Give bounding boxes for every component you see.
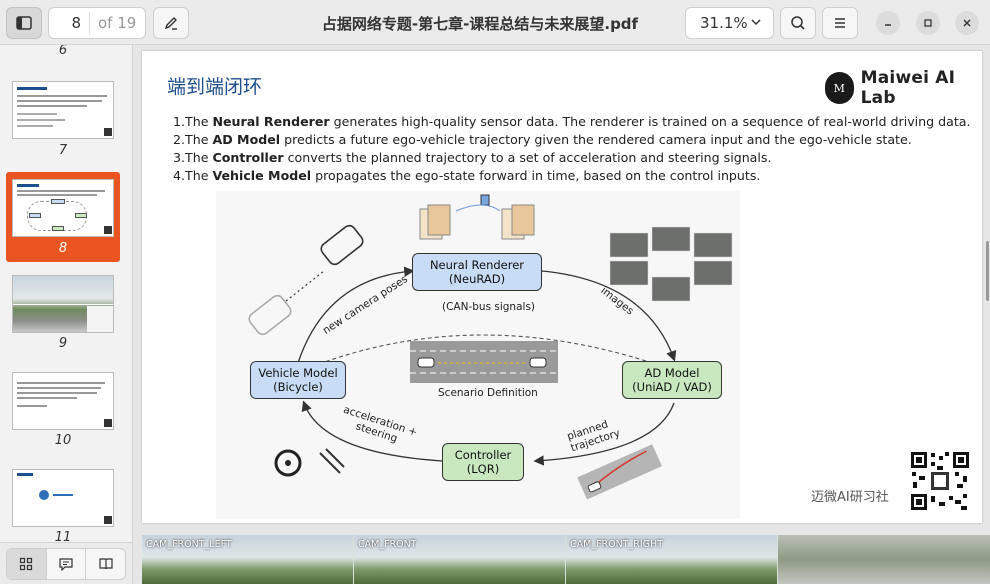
annotate-button[interactable] — [153, 7, 189, 39]
chevron-down-icon — [751, 19, 761, 26]
steps-list: 1.The Neural Renderer generates high-qua… — [173, 113, 971, 185]
search-icon — [791, 16, 805, 30]
vertical-scrollbar[interactable] — [986, 241, 989, 301]
node-ad-model: AD Model (UniAD / VAD) — [622, 361, 722, 399]
slide-title: 端到端闭环 — [167, 76, 263, 98]
camera-image: CAM_FRONT — [354, 535, 565, 584]
thumbnail-page-11[interactable]: 11 — [6, 464, 120, 550]
outline-view-button[interactable] — [86, 549, 125, 579]
pdf-page-8: 端到端闭环 M Maiwei AI Lab 1.The Neural Rende… — [142, 51, 982, 523]
document-view[interactable]: 端到端闭环 M Maiwei AI Lab 1.The Neural Rende… — [133, 45, 990, 584]
camera-image — [778, 535, 990, 584]
close-icon — [963, 19, 971, 27]
maximize-button[interactable] — [916, 11, 940, 35]
camera-label: CAM_FRONT — [358, 539, 417, 550]
page-separator — [89, 12, 90, 34]
thumbnail-page-8[interactable]: 8 — [6, 172, 120, 262]
page-number-field[interactable]: 8 of 19 — [48, 7, 146, 39]
camera-label: CAM_FRONT_LEFT — [146, 539, 232, 550]
thumbnail-sidebar: 6 7 8 — [0, 45, 133, 584]
node-neural-renderer: Neural Renderer (NeuRAD) — [412, 253, 542, 291]
hamburger-icon — [835, 18, 845, 28]
qr-code-icon — [909, 450, 971, 512]
minimize-button[interactable] — [876, 11, 900, 35]
closed-loop-diagram: Neural Renderer (NeuRAD) AD Model (UniAD… — [216, 191, 740, 519]
thumbnail-page-9[interactable]: 9 — [6, 270, 120, 356]
zoom-level: 31.1% — [700, 14, 748, 32]
node-controller: Controller (LQR) — [442, 443, 524, 481]
total-pages: of 19 — [98, 14, 137, 32]
thumbnail-image — [12, 81, 114, 139]
thumbnails-view-button[interactable] — [7, 549, 47, 579]
diagram-arrows — [248, 194, 733, 500]
thumbnail-number: 6 — [58, 45, 68, 58]
menu-button[interactable] — [822, 7, 858, 39]
zoom-dropdown[interactable]: 31.1% — [685, 7, 774, 39]
step-item: 2.The AD Model predicts a future ego-veh… — [173, 132, 912, 147]
label-scenario-definition: Scenario Definition — [438, 387, 538, 399]
thumbnail-number: 9 — [58, 336, 68, 351]
sidebar-view-switcher — [6, 548, 126, 580]
sidebar-icon — [16, 16, 32, 30]
current-page-input[interactable]: 8 — [71, 14, 81, 32]
step-item: 4.The Vehicle Model propagates the ego-s… — [173, 168, 761, 183]
thumbnail-number: 11 — [54, 530, 72, 545]
thumbnail-image — [12, 372, 114, 430]
thumbnail-image — [12, 179, 114, 237]
annotations-view-button[interactable] — [47, 549, 87, 579]
camera-image: CAM_FRONT_RIGHT — [566, 535, 777, 584]
thumbnail-page-6[interactable]: 6 — [6, 45, 120, 61]
logo-mark: M — [825, 72, 854, 104]
step-item: 3.The Controller converts the planned tr… — [173, 150, 772, 165]
next-page-camera-strip: CAM_FRONT_LEFT CAM_FRONT CAM_FRONT_RIGHT — [142, 535, 990, 584]
label-can-bus: (CAN-bus signals) — [442, 301, 536, 313]
thumbnail-number: 10 — [54, 433, 72, 448]
thumbnail-image — [12, 275, 114, 333]
thumbnail-page-7[interactable]: 7 — [6, 75, 120, 161]
sidebar-footer — [0, 542, 132, 584]
thumbnail-number: 8 — [58, 241, 68, 256]
sidebar-toggle-button[interactable] — [6, 7, 42, 39]
thumbnail-image — [12, 469, 114, 527]
search-button[interactable] — [780, 7, 816, 39]
camera-image: CAM_FRONT_LEFT — [142, 535, 353, 584]
node-vehicle-model: Vehicle Model (Bicycle) — [250, 361, 346, 399]
maiwei-logo: M Maiwei AI Lab — [825, 68, 982, 108]
minimize-icon — [885, 24, 891, 26]
thumbnail-number: 7 — [58, 143, 68, 158]
document-title: 占据网络专题-第七章-课程总结与未来展望.pdf — [321, 15, 639, 33]
logo-text: Maiwei AI Lab — [860, 68, 956, 108]
maximize-icon — [924, 19, 932, 27]
close-button[interactable] — [955, 11, 979, 35]
header-bar: 8 of 19 占据网络专题-第七章-课程总结与未来展望.pdf 31.1% — [0, 0, 990, 45]
camera-label: CAM_FRONT_RIGHT — [570, 539, 663, 550]
pen-icon — [164, 17, 177, 30]
step-item: 1.The Neural Renderer generates high-qua… — [173, 114, 971, 129]
grid-icon — [20, 557, 33, 571]
book-icon — [99, 558, 113, 570]
comment-icon — [59, 558, 73, 571]
watermark-text: 迈微AI研习社 — [811, 490, 889, 505]
thumbnail-page-10[interactable]: 10 — [6, 367, 120, 453]
